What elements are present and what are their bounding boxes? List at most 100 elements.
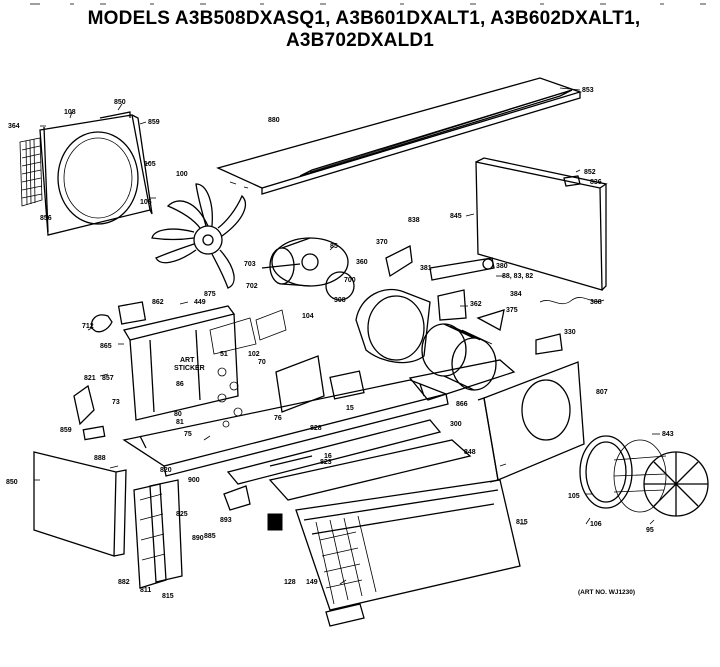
blower-fan-wheel <box>151 183 246 289</box>
part-label-sticker-2: STICKER <box>174 365 205 372</box>
part-label-105b: 105 <box>568 493 580 500</box>
air-filter-frame <box>325 603 365 627</box>
condenser-fan-blade <box>643 451 709 517</box>
left-fan-shroud <box>39 111 153 236</box>
part-label-51: 51 <box>220 351 228 358</box>
part-label-16: 16 <box>324 453 332 460</box>
part-label-820: 820 <box>160 467 172 474</box>
part-label-850: 850 <box>114 99 126 106</box>
bracket-375 <box>476 309 505 331</box>
part-label-102: 102 <box>248 351 260 358</box>
part-label-105: 105 <box>144 161 156 168</box>
part-label-815b: 815 <box>162 593 174 600</box>
blower-wheel-cylinder <box>421 323 497 391</box>
capacitor-bracket <box>275 355 365 413</box>
part-label-857: 857 <box>102 375 114 382</box>
part-label-821: 821 <box>84 375 96 382</box>
leader-lines <box>34 87 660 585</box>
part-label-15: 15 <box>346 405 354 412</box>
part-label-149: 149 <box>306 579 318 586</box>
part-label-700: 700 <box>344 277 356 284</box>
front-side-panel <box>33 451 127 557</box>
part-label-703: 703 <box>244 261 256 268</box>
part-label-70: 70 <box>258 359 266 366</box>
part-label-836: 836 <box>590 179 602 186</box>
part-label-853: 853 <box>582 87 594 94</box>
part-label-865: 865 <box>100 343 112 350</box>
fan-motor <box>261 237 349 287</box>
part-label-862: 862 <box>152 299 164 306</box>
part-label-106: 106 <box>140 199 152 206</box>
part-label-838: 838 <box>408 217 420 224</box>
part-label-388: 388 <box>590 299 602 306</box>
part-label-sticker-1: ART <box>180 357 195 364</box>
part-label-76: 76 <box>274 415 282 422</box>
part-label-885: 885 <box>204 533 216 540</box>
bracket-821 <box>73 384 95 426</box>
part-label-866: 866 <box>456 401 468 408</box>
part-label-104: 104 <box>302 313 314 320</box>
part-label-81: 81 <box>176 419 184 426</box>
scroll-bottom-tray <box>408 359 516 401</box>
side-panel-vent-strips <box>133 479 183 589</box>
part-label-850b: 850 <box>6 479 18 486</box>
front-grille-frame <box>268 439 521 611</box>
part-label-900: 900 <box>188 477 200 484</box>
wire-388 <box>539 297 605 305</box>
mount-330 <box>535 333 563 355</box>
part-label-85: 85 <box>330 243 338 250</box>
clip-859 <box>82 425 106 441</box>
part-label-712: 712 <box>82 323 94 330</box>
part-label-825: 825 <box>176 511 188 518</box>
part-label-300: 300 <box>450 421 462 428</box>
control-panel-components <box>209 309 287 428</box>
panel-bracket-852 <box>563 175 581 187</box>
part-label-86: 86 <box>176 381 184 388</box>
part-label-848: 848 <box>464 449 476 456</box>
part-label-859: 859 <box>148 119 160 126</box>
part-label-370: 370 <box>376 239 388 246</box>
part-label-815: 815 <box>516 519 528 526</box>
base-pan <box>122 379 449 477</box>
part-label-330: 330 <box>564 329 576 336</box>
blower-scroll-housing <box>355 288 431 364</box>
part-label-375: 375 <box>506 307 518 314</box>
motor-capacitor <box>325 271 355 301</box>
part-label-845: 845 <box>450 213 462 220</box>
bracket-382 <box>437 289 467 321</box>
diagram-title-line2: A3B702DXALD1 <box>285 30 435 51</box>
part-label-823: 823 <box>320 459 332 466</box>
part-label-852: 852 <box>584 169 596 176</box>
part-label-449: 449 <box>194 299 206 306</box>
part-label-893: 893 <box>220 517 232 524</box>
part-label-88: 88, 83, 82 <box>502 273 533 280</box>
top-cover-panel <box>216 77 583 195</box>
grille-mesh <box>19 137 43 207</box>
condenser-shroud <box>477 361 585 483</box>
rail-360 <box>429 257 495 281</box>
part-label-108: 108 <box>64 109 76 116</box>
part-label-880: 880 <box>268 117 280 124</box>
part-label-308: 308 <box>334 297 346 304</box>
condenser-fan-ring <box>579 435 633 509</box>
part-label-75: 75 <box>184 431 192 438</box>
bracket-370 <box>385 245 413 278</box>
part-label-890: 890 <box>192 535 204 542</box>
part-label-128: 128 <box>284 579 296 586</box>
part-label-95: 95 <box>646 527 654 534</box>
art-number-label: (ART NO. WJ1230) <box>578 589 635 596</box>
part-label-80: 80 <box>174 411 182 418</box>
part-label-702: 702 <box>246 283 258 290</box>
part-label-100: 100 <box>176 171 188 178</box>
front-grille-louvers <box>315 515 377 605</box>
part-label-106b: 106 <box>590 521 602 528</box>
part-label-843: 843 <box>662 431 674 438</box>
part-label-828: 828 <box>310 425 322 432</box>
part-label-73: 73 <box>112 399 120 406</box>
part-label-882: 882 <box>118 579 130 586</box>
part-label-364: 364 <box>8 123 20 130</box>
part-number-labels: 853 364 108 850 859 880 105 106 852 836 … <box>6 87 674 600</box>
part-label-384: 384 <box>510 291 522 298</box>
